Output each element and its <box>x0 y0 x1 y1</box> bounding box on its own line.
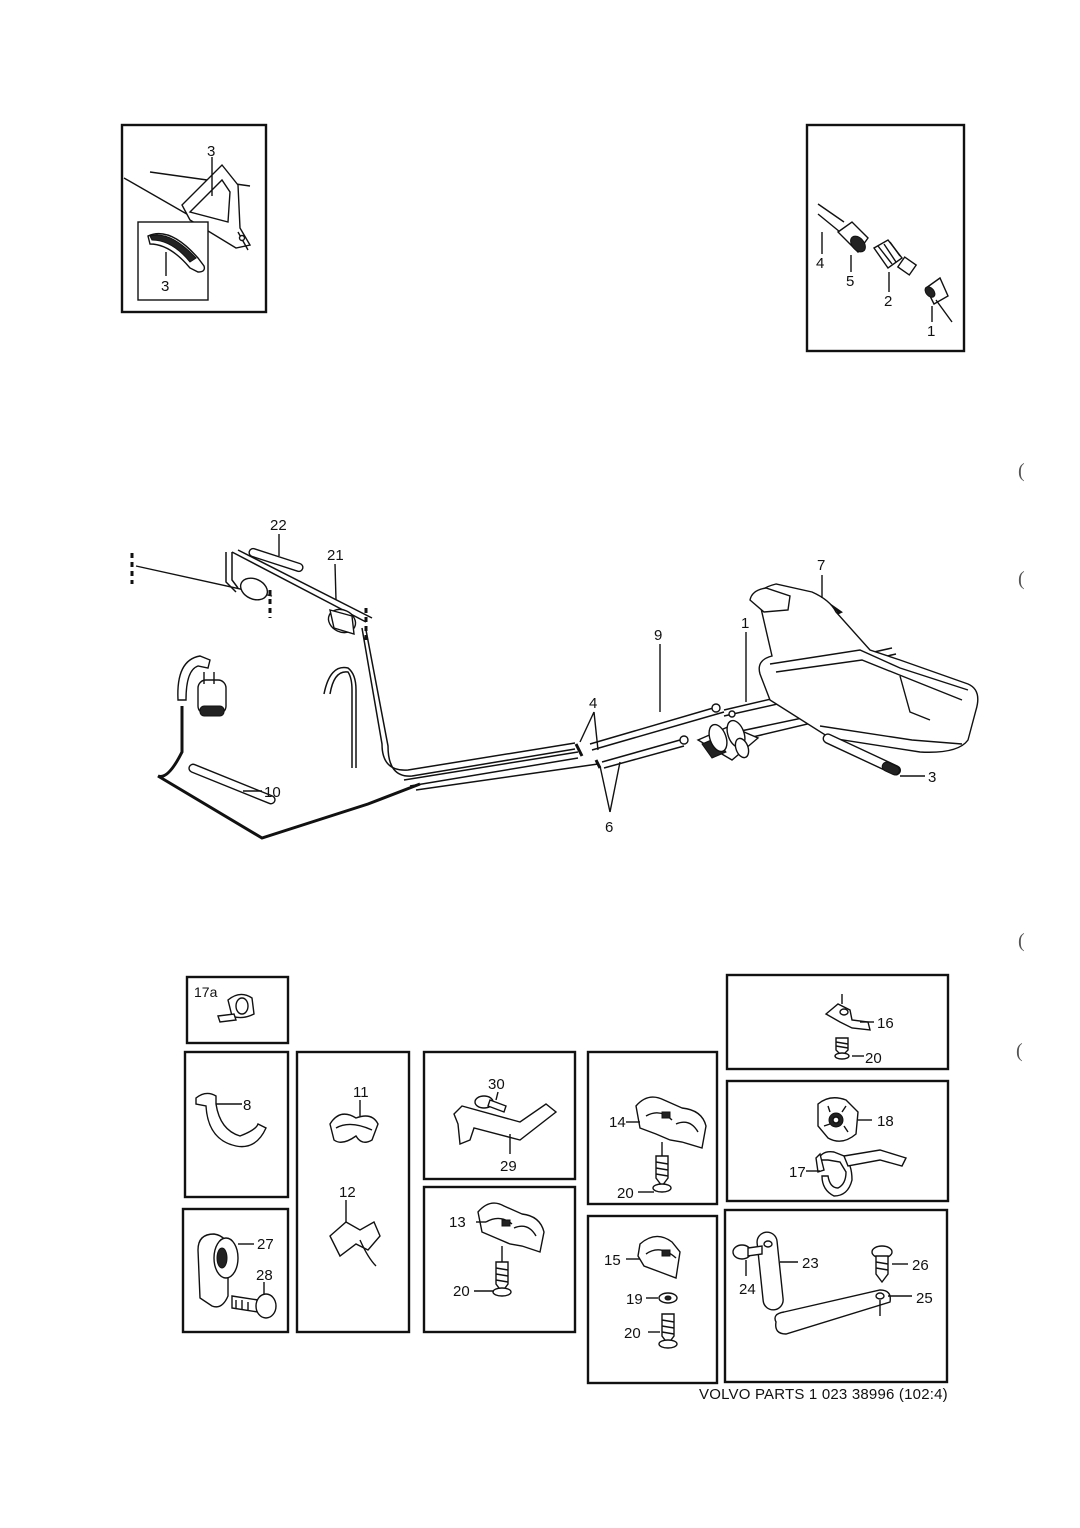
callout-21: 21 <box>327 547 344 564</box>
inset-connector <box>805 123 966 353</box>
detail-16-20 <box>725 973 950 1071</box>
fuel-line-assembly <box>130 534 979 840</box>
callout-9: 9 <box>654 627 662 644</box>
callout-4-inset: 4 <box>816 255 824 272</box>
callout-13: 13 <box>449 1214 466 1231</box>
callout-3-inset-bottom: 3 <box>161 278 169 295</box>
detail-11-12 <box>295 1050 411 1334</box>
callout-20-c: 20 <box>624 1325 641 1342</box>
inset-grommet <box>120 123 268 314</box>
callout-28: 28 <box>256 1267 273 1284</box>
detail-27-28 <box>181 1207 290 1334</box>
callout-10: 10 <box>264 784 281 801</box>
detail-23-26 <box>723 1208 949 1384</box>
callout-4: 4 <box>589 695 597 712</box>
callout-5-inset: 5 <box>846 273 854 290</box>
callout-25: 25 <box>916 1290 933 1307</box>
callout-20-b: 20 <box>617 1185 634 1202</box>
detail-14-20 <box>586 1050 719 1206</box>
callout-1-inset: 1 <box>927 323 935 340</box>
callout-27: 27 <box>257 1236 274 1253</box>
callout-1: 1 <box>741 615 749 632</box>
callout-19: 19 <box>626 1291 643 1308</box>
callout-2-inset: 2 <box>884 293 892 310</box>
callout-17a: 17a <box>194 984 218 1000</box>
callout-7: 7 <box>817 557 825 574</box>
callout-24: 24 <box>739 1281 756 1298</box>
detail-17a <box>185 975 290 1045</box>
callout-8: 8 <box>243 1097 251 1114</box>
callout-26: 26 <box>912 1257 929 1274</box>
callout-20-a: 20 <box>453 1283 470 1300</box>
callout-22: 22 <box>270 517 287 534</box>
callout-23: 23 <box>802 1255 819 1272</box>
margin-mark-1: ( <box>1018 460 1025 482</box>
margin-mark-4: ( <box>1016 1040 1023 1062</box>
detail-17-18 <box>725 1079 950 1203</box>
callout-30: 30 <box>488 1076 505 1093</box>
margin-mark-3: ( <box>1018 930 1025 952</box>
callout-29: 29 <box>500 1158 517 1175</box>
callout-11: 11 <box>353 1084 369 1101</box>
callout-16: 16 <box>877 1015 894 1032</box>
callout-3: 3 <box>928 769 936 786</box>
detail-8 <box>183 1050 290 1199</box>
callout-18: 18 <box>877 1113 894 1130</box>
detail-13-20 <box>422 1185 577 1334</box>
callout-3-inset-top: 3 <box>207 143 215 160</box>
callout-14: 14 <box>609 1114 626 1131</box>
detail-29-30 <box>422 1050 577 1181</box>
footer-reference: VOLVO PARTS 1 023 38996 (102:4) <box>699 1386 948 1403</box>
callout-12: 12 <box>339 1184 356 1201</box>
callout-17: 17 <box>789 1164 806 1181</box>
callout-15: 15 <box>604 1252 621 1269</box>
callout-20-d: 20 <box>865 1050 882 1067</box>
callout-6: 6 <box>605 819 613 836</box>
margin-mark-2: ( <box>1018 568 1025 590</box>
detail-15-19-20 <box>586 1214 719 1385</box>
